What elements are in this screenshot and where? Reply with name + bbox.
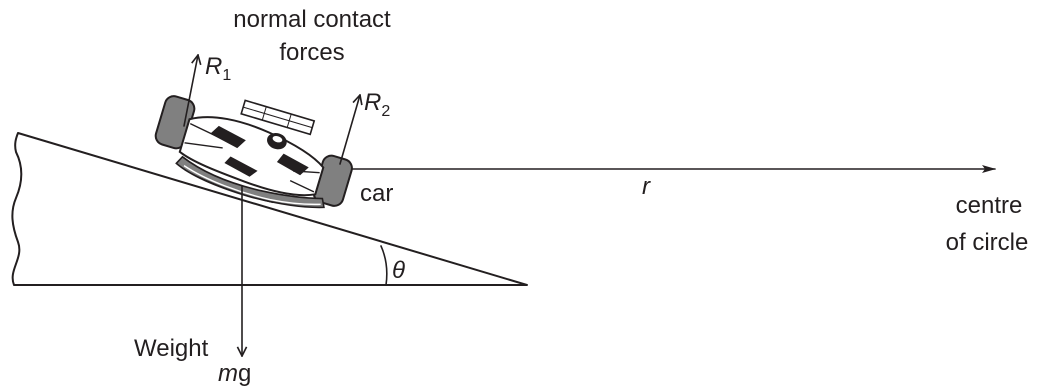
r2-label: R2 — [364, 89, 390, 120]
normal-forces-label-line1: normal contact — [233, 6, 391, 33]
car-body — [178, 116, 325, 197]
banked-slope — [11, 132, 528, 286]
r2-arrow — [339, 95, 360, 165]
racing-car — [154, 95, 353, 209]
weight-label: Weight — [134, 335, 209, 362]
centre-label-line1: centre — [956, 192, 1023, 219]
centre-label-line2: of circle — [946, 229, 1029, 256]
car-label: car — [360, 180, 393, 207]
r1-label: R1 — [205, 53, 231, 84]
mg-label: mg — [218, 360, 251, 387]
angle-arc — [380, 245, 388, 286]
angle-label: θ — [392, 257, 405, 284]
front-wing — [175, 155, 325, 209]
normal-forces-label-line2: forces — [279, 39, 344, 66]
radius-label: r — [642, 173, 651, 200]
r1-arrow — [183, 55, 198, 127]
